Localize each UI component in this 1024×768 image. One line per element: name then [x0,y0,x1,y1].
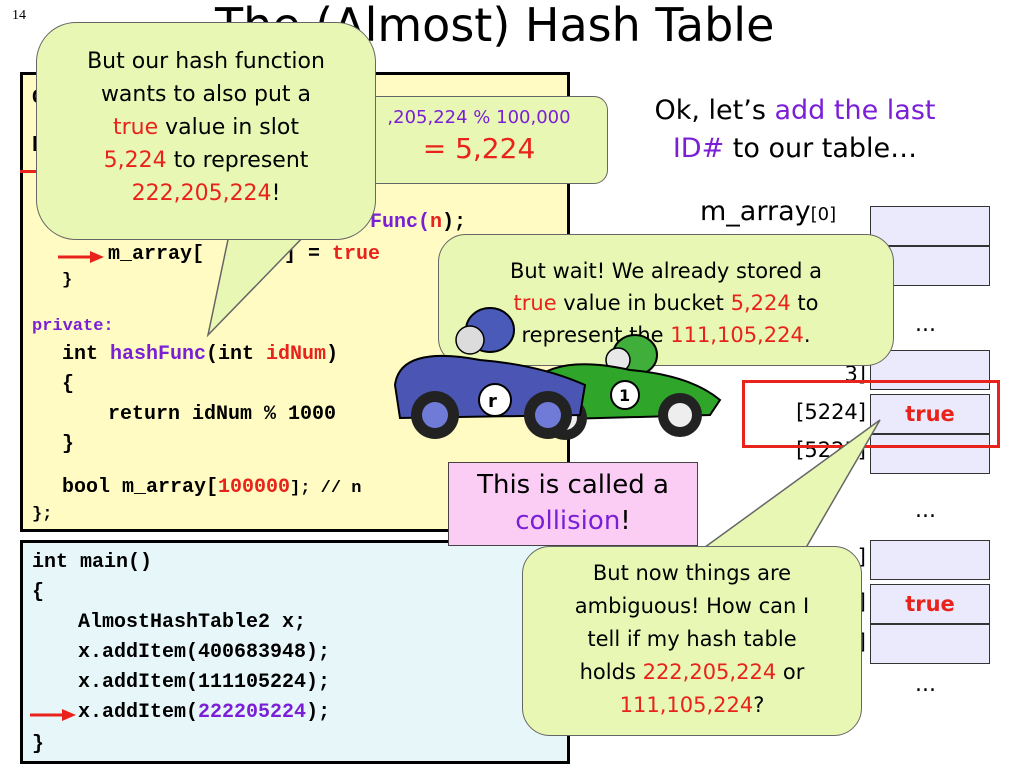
intro-text: Ok, let’s add the last ID# to our table… [654,95,936,164]
svg-text:r: r [488,391,497,412]
execution-arrow-icon [58,251,104,263]
main-line: x.addItem(400683948); [78,641,331,664]
bubble-text: ambiguous! How can I [574,594,810,618]
array-cell [870,434,990,474]
main-line: AlmostHashTable2 x; [78,611,307,634]
collision-text: This is called a [477,470,669,500]
main-line-current: x.addItem(222205224); [78,701,331,724]
bubble-text: But wait! We already stored a [509,259,823,283]
calc-bubble: ,205,224 % 100,000 = 5,224 [350,96,608,184]
slide-number: 14 [12,8,26,23]
collision-text: collision! [515,506,631,536]
bubble-text: 5,224 to represent [103,148,309,173]
collision-box: This is called a collision! [448,462,698,546]
wait-bubble: But wait! We already stored a true value… [438,234,894,366]
bubble-text: 111,105,224? [619,693,765,717]
main-line: x.addItem(111105224); [78,671,331,694]
array-cell-5224: true [870,394,990,434]
highlight-box [742,380,1000,448]
bubble-text: But our hash function [87,49,325,74]
bubble-text: But now things are [592,561,792,585]
bubble-tail [206,230,312,338]
array-cell [870,540,990,580]
code-open-brace: { [62,373,75,396]
array-dots: ... [915,498,936,523]
main-line: } [32,733,45,756]
array-cell-true: true [870,584,990,624]
bubble-text: true value in slot [113,115,299,140]
member-declaration: bool m_array[100000]; // n [62,476,362,499]
main-line: { [32,581,45,604]
array-dots: ... [915,672,936,697]
array-index: [5224] [796,400,866,424]
array-cell [870,624,990,664]
bubble-text: wants to also put a [100,82,312,107]
bubble-text: true value in bucket 5,224 to [513,291,819,315]
array-dots: ... [915,312,936,337]
hash-call-line: Func(n); [370,211,467,234]
array-index: ] [857,545,866,569]
hash-bubble: But our hash function wants to also put … [36,22,376,240]
code-close-brace: } [62,433,75,456]
main-line: int main() [32,551,153,574]
calc-result: = 5,224 [422,132,536,165]
array-cell [870,350,990,390]
private-label: private: [32,317,114,336]
arrow-stub [20,170,50,173]
calc-expression: ,205,224 % 100,000 [387,107,571,128]
array-cell [870,206,990,246]
bubble-text: 222,205,224! [131,181,281,206]
main-code-box [20,540,570,764]
return-statement: return idNum % 1000 [108,403,337,426]
race-cars-icon: 1 r [393,307,722,440]
svg-text:1: 1 [619,386,630,405]
class-end: }; [32,505,53,524]
bubble-text: holds 222,205,224 or [579,660,805,684]
code-close-brace: } [62,271,73,290]
hashfunc-signature: int hashFunc(int idNum) [62,343,339,366]
array-name: m_array[0] [700,196,837,227]
bubble-text: tell if my hash table [587,627,797,651]
execution-arrow-icon [30,709,76,721]
ambiguous-bubble: But now things are ambiguous! How can I … [522,546,862,736]
